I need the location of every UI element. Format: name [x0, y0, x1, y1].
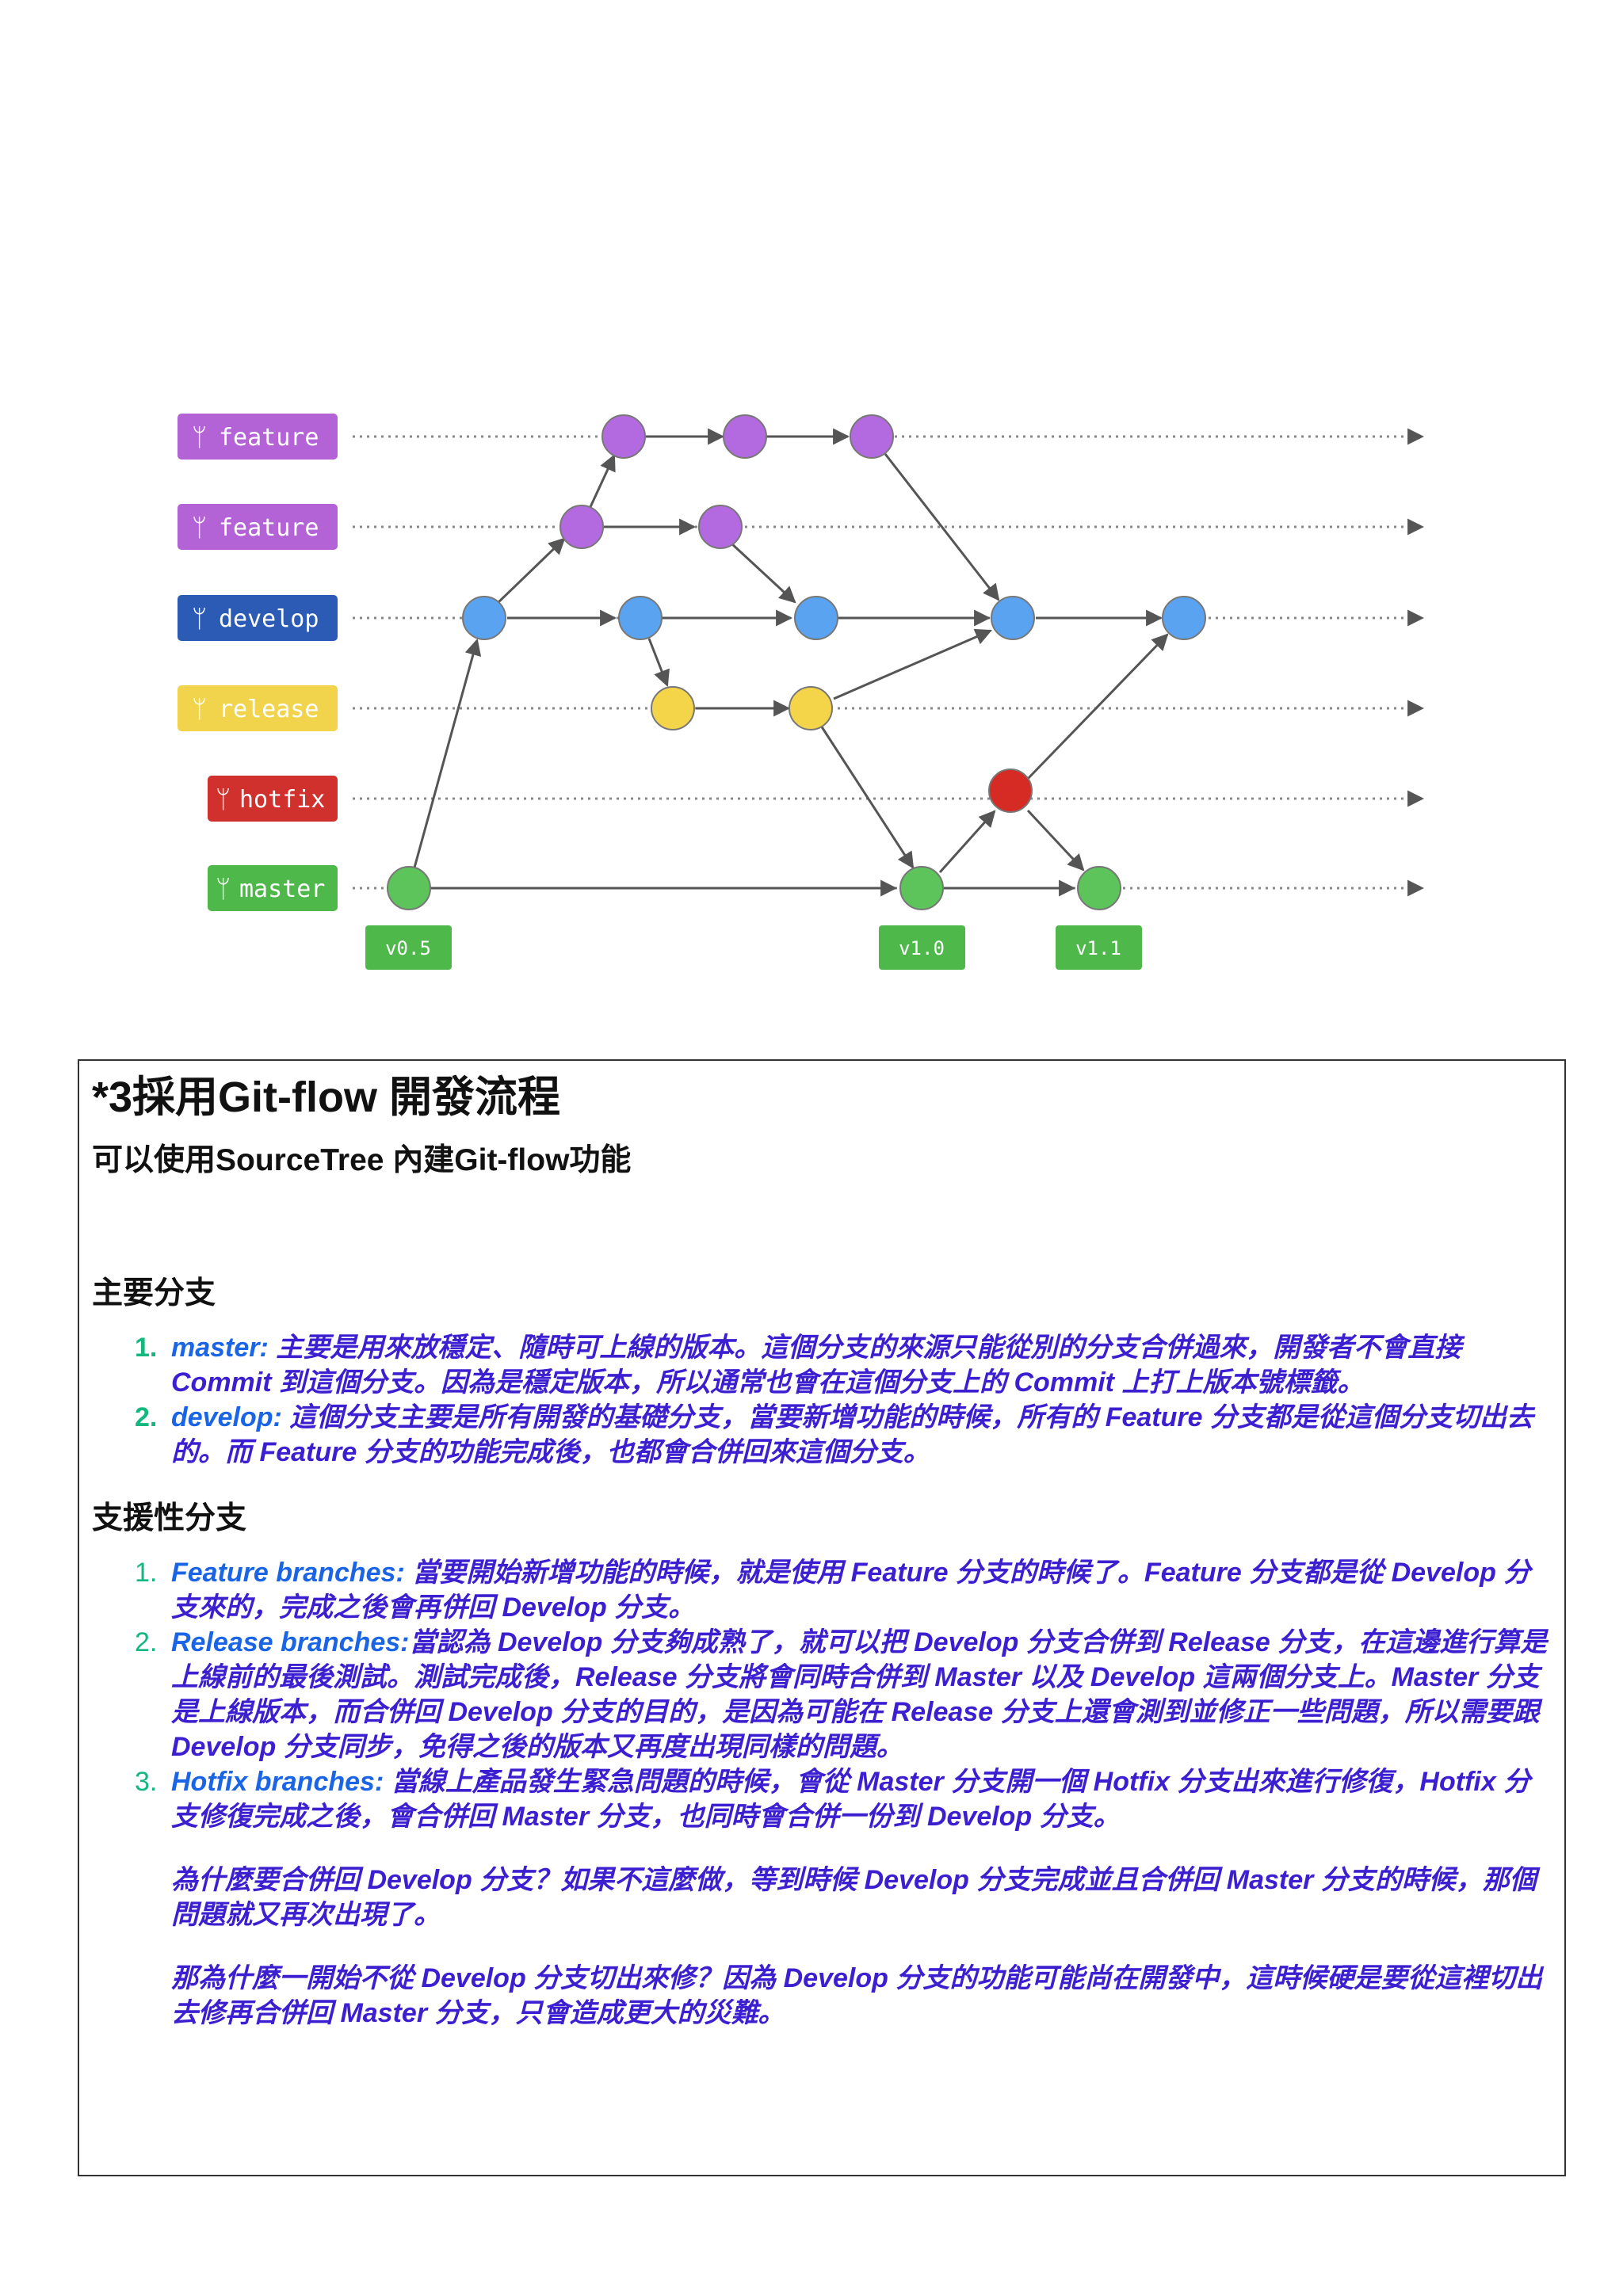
branch-label-master: ᛘ master [208, 865, 338, 911]
version-tag-label: v1.1 [1075, 937, 1121, 959]
hotfix-explanation-1: 為什麼要合併回 Develop 分支？如果不這麼做，等到時候 Develop 分… [171, 1865, 1537, 1930]
commit-develop [794, 596, 838, 640]
commit-feature1 [723, 414, 767, 459]
version-tag-v1.1: v1.1 [1056, 925, 1142, 970]
arrow-master-to-develop [413, 638, 482, 868]
commit-nodes [387, 414, 1206, 910]
list-item-term: Feature branches: [171, 1558, 405, 1588]
note-subtitle: 可以使用SourceTree 內建Git-flow功能 [92, 1143, 632, 1177]
commit-arrows [413, 428, 1169, 897]
list-item-number: 2. [135, 1627, 158, 1657]
version-tag-label: v1.0 [899, 937, 945, 959]
list-item-text: 當線上產品發生緊急問題的時候，會從 Master 分支開一個 Hotfix 分支… [171, 1767, 1531, 1832]
git-flow-diagram: ᛘ feature ᛘ feature ᛘ develop ᛘ release … [178, 414, 1425, 970]
branch-icon: ᛘ [192, 604, 207, 634]
branch-icon: ᛘ [192, 422, 207, 452]
arrow-master-to-hotfix [938, 810, 996, 874]
support-branches-list: 1. Feature branches: 當要開始新增功能的時候，就是使用 Fea… [92, 1555, 1553, 2031]
list-item: 2. Release branches:當認為 Develop 分支夠成熟了，就可… [92, 1625, 1553, 1764]
commit-master [387, 866, 431, 910]
commit-feature2 [698, 505, 743, 549]
note-title: *3採用Git-flow 開發流程 [92, 1074, 560, 1121]
list-item-text: 主要是用來放穩定、隨時可上線的版本。這個分支的來源只能從別的分支合併過來，開發者… [171, 1333, 1462, 1398]
branch-label-text: release [219, 696, 319, 723]
branch-label-text: feature [219, 514, 319, 542]
branch-label-feature-1: ᛘ feature [178, 414, 338, 460]
branch-label-text: master [239, 875, 325, 903]
branch-icon: ᛘ [192, 513, 207, 543]
branch-label-text: develop [219, 605, 319, 633]
list-item-text: 當認為 Develop 分支夠成熟了，就可以把 Develop 分支合併到 Re… [171, 1627, 1548, 1762]
commit-master [1077, 866, 1121, 910]
commit-feature1 [850, 414, 894, 459]
main-branches-list: 1. master: 主要是用來放穩定、隨時可上線的版本。這個分支的來源只能從別的… [92, 1330, 1553, 1470]
list-item: 2. develop: 這個分支主要是所有開發的基礎分支，當要新增功能的時候，所有… [92, 1400, 1553, 1470]
arrow-develop-to-release [647, 638, 670, 687]
commit-feature1 [601, 414, 646, 459]
branch-label-release: ᛘ release [178, 685, 338, 731]
commit-develop [462, 596, 506, 640]
list-item-number: 1. [135, 1558, 158, 1588]
note-box: *3採用Git-flow 開發流程 可以使用SourceTree 內建Git-f… [78, 1059, 1566, 2176]
hotfix-explanation-2: 那為什麼一開始不從 Develop 分支切出來修？因為 Develop 分支的功… [171, 1963, 1543, 2028]
commit-release [651, 686, 695, 730]
list-item-number: 3. [135, 1767, 158, 1797]
commit-develop [991, 596, 1035, 640]
commit-develop [618, 596, 663, 640]
list-item-text: 這個分支主要是所有開發的基礎分支，當要新增功能的時候，所有的 Feature 分… [171, 1402, 1533, 1467]
branch-label-text: hotfix [239, 786, 325, 814]
commit-master [899, 866, 944, 910]
commit-feature2 [559, 505, 604, 549]
list-item: 1. master: 主要是用來放穩定、隨時可上線的版本。這個分支的來源只能從別的… [92, 1330, 1553, 1400]
arrow-develop-to-feature2 [495, 537, 566, 605]
support-branches-heading: 支援性分支 [92, 1501, 247, 1535]
arrow-hotfix-to-master [1026, 809, 1085, 871]
branch-icon: ᛘ [192, 694, 207, 724]
commit-hotfix [988, 769, 1033, 813]
version-tag-v0.5: v0.5 [365, 925, 452, 970]
arrow-release-to-master [819, 725, 915, 869]
arrow-feature2-to-develop [730, 542, 796, 604]
version-tag-label: v0.5 [385, 937, 431, 959]
list-item: 3. Hotfix branches: 當線上產品發生緊急問題的時候，會從 Mas… [92, 1764, 1553, 2031]
list-item-term: Release branches: [171, 1627, 410, 1657]
branch-icon: ᛘ [216, 784, 231, 814]
branch-label-hotfix: ᛘ hotfix [208, 776, 338, 822]
arrow-feature2-to-feature1 [588, 454, 616, 509]
list-item-number: 1. [135, 1333, 158, 1363]
main-branches-heading: 主要分支 [92, 1276, 216, 1310]
branch-icon: ᛘ [216, 874, 231, 904]
commit-release [789, 686, 833, 730]
list-item-term: Hotfix branches: [171, 1767, 384, 1797]
list-item-number: 2. [135, 1402, 158, 1432]
version-tag-v1.0: v1.0 [879, 925, 965, 970]
list-item-text: 當要開始新增功能的時候，就是使用 Feature 分支的時候了。Feature … [171, 1558, 1531, 1623]
branch-label-text: feature [219, 424, 319, 452]
branch-lanes [353, 428, 1425, 897]
list-item-term: develop: [171, 1402, 282, 1432]
branch-label-develop: ᛘ develop [178, 595, 338, 641]
arrow-release-to-develop [833, 628, 992, 700]
branch-label-feature-2: ᛘ feature [178, 504, 338, 550]
commit-develop [1162, 596, 1206, 640]
list-item: 1. Feature branches: 當要開始新增功能的時候，就是使用 Fea… [92, 1555, 1553, 1625]
arrow-hotfix-to-develop [1024, 633, 1169, 783]
list-item-term: master: [171, 1333, 269, 1363]
arrow-feature1-to-develop [884, 453, 1000, 601]
